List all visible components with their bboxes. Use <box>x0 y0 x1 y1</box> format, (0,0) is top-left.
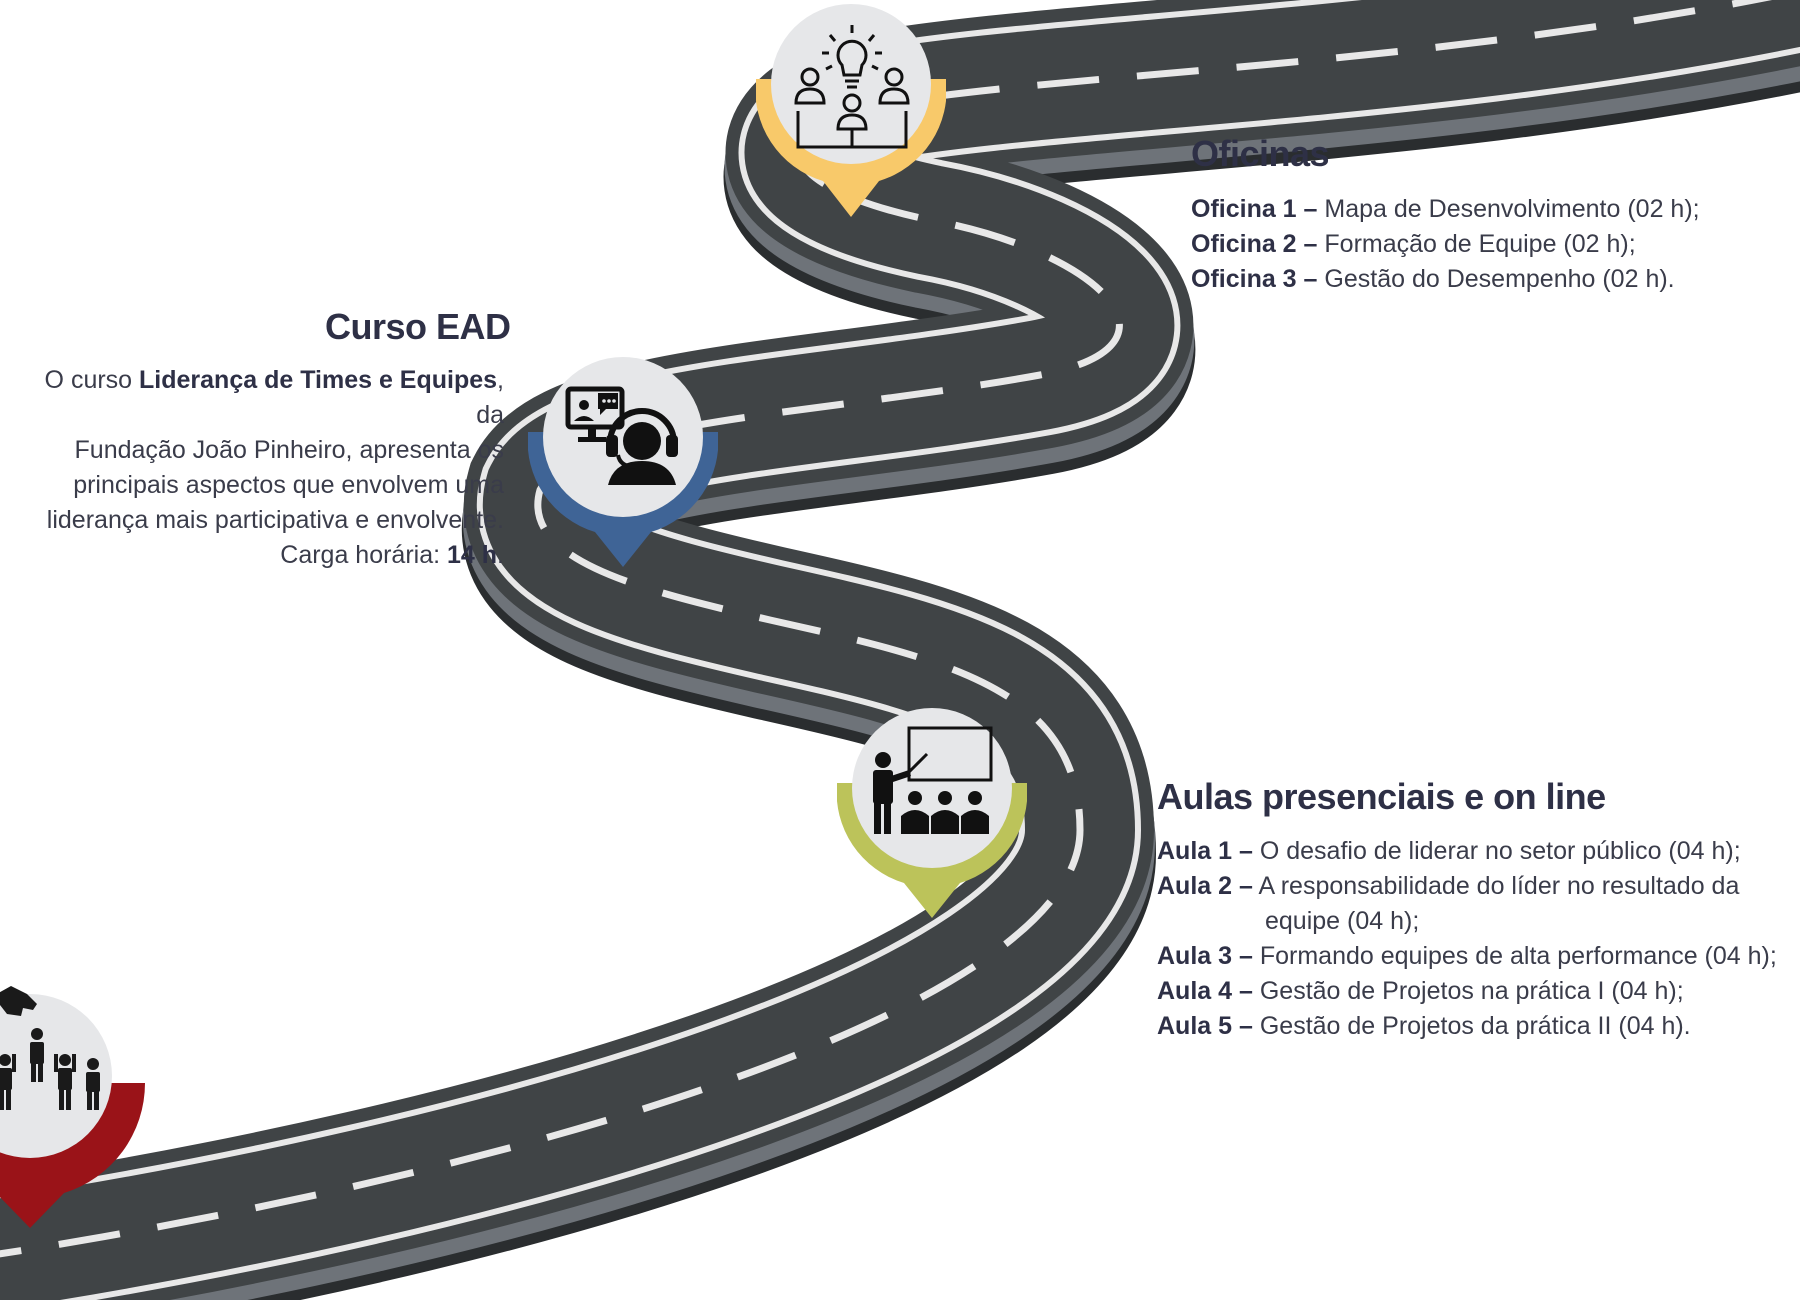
ead-line-2: Fundação João Pinheiro, apresenta os <box>74 436 504 464</box>
team-selection-pin <box>0 968 145 1228</box>
ead-line1-pre: O curso <box>44 366 140 394</box>
list-item: Aula 3 – Formando equipes de alta perfor… <box>1157 939 1777 974</box>
aulas-list: Aula 1 – O desafio de liderar no setor p… <box>1157 834 1777 1044</box>
list-item: Aula 2 – A responsabilidade do líder no … <box>1157 869 1777 904</box>
dash-separator: – <box>1303 195 1318 223</box>
oficina-text: Formação de Equipe (02 h); <box>1324 230 1636 258</box>
aulas-title: Aulas presenciais e on line <box>1157 776 1606 817</box>
aula-label: Aula 5 <box>1157 1012 1233 1040</box>
dash-separator: – <box>1238 837 1253 865</box>
dash-separator: – <box>1238 1012 1253 1040</box>
aula-text: Formando equipes de alta performance (04… <box>1259 942 1777 970</box>
dash-separator: – <box>1238 977 1253 1005</box>
ead-line5-post: . <box>497 541 504 569</box>
workshop-pin <box>756 0 946 217</box>
list-item: Aula 5 – Gestão de Projetos da prática I… <box>1157 1009 1777 1044</box>
aula-text: A responsabilidade do líder no resultado… <box>1258 872 1740 900</box>
oficinas-title: Oficinas <box>1191 133 1330 174</box>
online-learning-icon <box>565 386 678 485</box>
ead-line-1: O curso Liderança de Times e Equipes, da <box>10 363 504 433</box>
aula-label: Aula 4 <box>1157 977 1233 1005</box>
oficinas-list: Oficina 1 – Mapa de Desenvolvimento (02 … <box>1191 192 1700 297</box>
aula-text: Gestão de Projetos da prática II (04 h). <box>1259 1012 1691 1040</box>
curso-ead-title: Curso EAD <box>325 306 511 347</box>
workload-value: 14 h <box>447 541 498 569</box>
list-item: Aula 1 – O desafio de liderar no setor p… <box>1157 834 1777 869</box>
curso-ead-description: O curso Liderança de Times e Equipes, da… <box>10 363 504 573</box>
online-course-pin <box>528 352 718 567</box>
dash-separator: – <box>1238 872 1253 900</box>
aula-label: Aula 1 <box>1157 837 1233 865</box>
team-selection-icon <box>0 986 100 1110</box>
list-item: Aula 4 – Gestão de Projetos na prática I… <box>1157 974 1777 1009</box>
classroom-pin <box>837 703 1027 918</box>
oficina-text: Gestão do Desempenho (02 h). <box>1324 265 1675 293</box>
oficina-text: Mapa de Desenvolvimento (02 h); <box>1324 195 1700 223</box>
ead-line-5: Carga horária: 14 h. <box>10 538 504 573</box>
ead-line-4: liderança mais participativa e envolvent… <box>46 506 504 534</box>
oficina-label: Oficina 1 <box>1191 195 1297 223</box>
course-name: Liderança de Times e Equipes <box>139 366 498 394</box>
oficina-label: Oficina 2 <box>1191 230 1297 258</box>
list-item: Oficina 3 – Gestão do Desempenho (02 h). <box>1191 262 1700 297</box>
dash-separator: – <box>1238 942 1253 970</box>
aula-label: Aula 2 <box>1157 872 1233 900</box>
dash-separator: – <box>1303 265 1318 293</box>
list-item: Oficina 1 – Mapa de Desenvolvimento (02 … <box>1191 192 1700 227</box>
workshop-idea-icon <box>794 25 910 149</box>
aula-text-continuation: equipe (04 h); <box>1265 907 1420 935</box>
dash-separator: – <box>1303 230 1318 258</box>
oficina-label: Oficina 3 <box>1191 265 1297 293</box>
aula-text: O desafio de liderar no setor público (0… <box>1259 837 1741 865</box>
aula-label: Aula 3 <box>1157 942 1233 970</box>
aula-text: Gestão de Projetos na prática I (04 h); <box>1259 977 1684 1005</box>
ead-line1-post: , da <box>476 366 504 429</box>
list-item: Oficina 2 – Formação de Equipe (02 h); <box>1191 227 1700 262</box>
workload-label: Carga horária: <box>280 541 448 569</box>
classroom-teacher-icon <box>873 726 993 834</box>
ead-line-3: principais aspectos que envolvem uma <box>73 471 504 499</box>
